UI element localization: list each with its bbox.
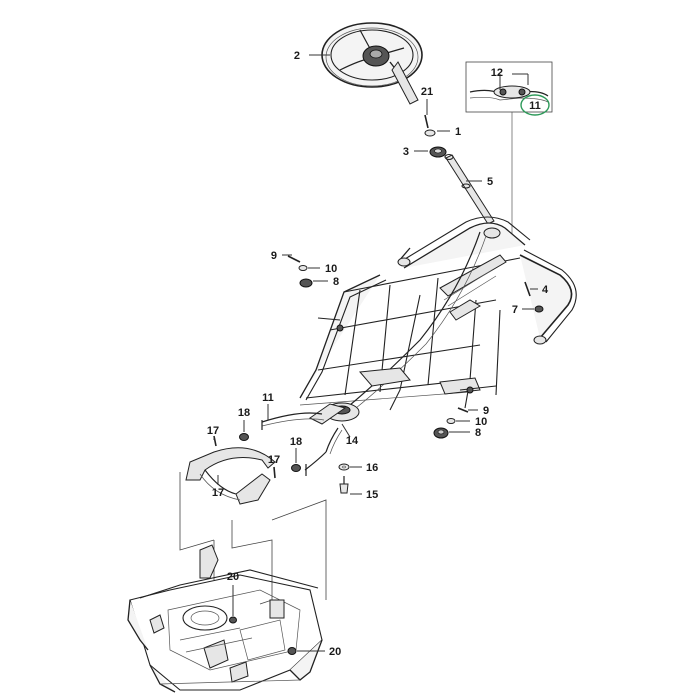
callout-12: 11 [529,100,541,112]
callout-21: 21 [421,86,433,98]
screw-18-right [273,466,276,479]
nut-7 [522,305,544,313]
cable-11 [261,404,343,476]
callout-13: 12 [491,67,503,79]
screw-21 [424,99,429,129]
chassis-frame [299,216,577,411]
lower-chassis [127,544,323,693]
bearing-3 [414,146,447,158]
nut-19-left [239,420,249,441]
highlight-ring [520,94,550,116]
callout-11: 11 [262,392,274,404]
bracket-17 [185,447,276,505]
washer-16 [338,463,362,471]
washer-1 [424,129,450,137]
callout-20-lower: 20 [329,646,341,658]
callout-16: 16 [366,462,378,474]
callout-17: 17 [212,487,224,499]
callout-9-top: 9 [271,250,277,262]
callout-18-right: 17 [268,454,280,466]
steering-shaft-5 [444,153,495,225]
callout-5: 5 [487,176,493,188]
callout-19-right: 18 [290,436,302,448]
steering-plate-14 [309,402,360,438]
detail-inset [465,61,553,245]
callout-9-right: 9 [483,405,489,417]
washer-10-right [446,418,470,424]
steering-wheel [321,22,423,105]
callout-18-left: 17 [207,425,219,437]
callout-19-left: 18 [238,407,250,419]
bolt-20-upper [229,585,237,624]
callout-14: 14 [346,435,359,447]
callout-15: 15 [366,489,378,501]
callout-20-upper: 20 [227,571,239,583]
screw-18-left [213,435,217,447]
bolt-4 [524,281,538,297]
bushing-8-right [433,427,470,439]
bolt-15 [339,476,362,495]
callout-7: 7 [512,304,518,316]
callout-10-right: 10 [475,416,487,428]
explode-guides [179,472,327,605]
washer-10-top [298,265,320,271]
bolt-9-top [282,254,301,263]
bolt-9-right [457,407,478,413]
callout-10-top: 10 [325,263,337,275]
callout-1: 1 [455,126,461,138]
bushing-8-top [299,278,328,288]
callout-8-top: 8 [333,276,339,288]
callout-8-right: 8 [475,427,481,439]
callout-4: 4 [542,284,549,296]
bolt-20-lower [287,647,325,655]
nut-19-right [291,448,301,472]
callout-3: 3 [403,146,409,158]
callout-2: 2 [294,50,300,62]
